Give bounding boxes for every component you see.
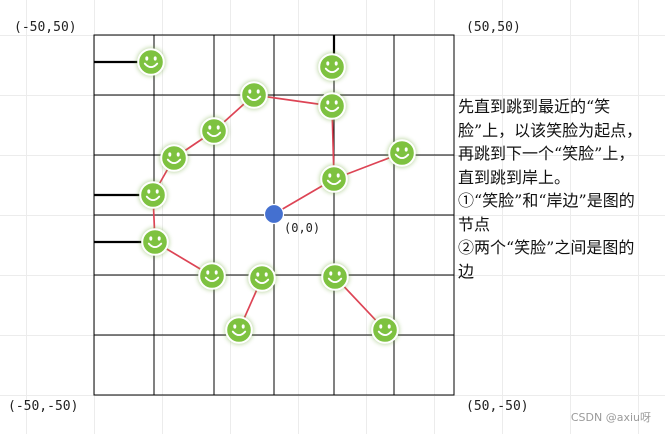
explanation-point-edges: ②两个“笑脸”之间是图的边 (458, 238, 635, 281)
smiley-face-icon (137, 48, 166, 77)
explanation-point-nodes: ①“笑脸”和“岸边”是图的节点 (458, 191, 635, 234)
smiley-face-icon (318, 92, 347, 121)
corner-label-bottom-left: (-50,-50) (8, 399, 79, 414)
explanation-intro: 先直到跳到最近的“笑脸”上，以该笑脸为起点，再跳到下一个“笑脸”上，直到跳到岸上… (458, 97, 643, 187)
smiley-face-icon (139, 181, 168, 210)
origin-dot-icon (263, 203, 285, 225)
corner-label-top-left: (-50,50) (14, 20, 77, 35)
smiley-face-icon (388, 139, 417, 168)
smiley-face-icon (318, 53, 347, 82)
watermark: CSDN @axiu呀 (570, 411, 651, 424)
corner-label-bottom-right: (50,-50) (466, 399, 529, 414)
explanation-text: 先直到跳到最近的“笑脸”上，以该笑脸为起点，再跳到下一个“笑脸”上，直到跳到岸上… (458, 95, 648, 283)
smiley-face-icon (371, 316, 400, 345)
smiley-face-icon (225, 316, 254, 345)
smiley-face-icon (160, 144, 189, 173)
smiley-face-icon (198, 262, 227, 291)
origin-label: (0,0) (284, 221, 320, 235)
corner-label-top-right: (50,50) (466, 20, 521, 35)
smiley-face-icon (321, 263, 350, 292)
smiley-face-icon (248, 264, 277, 293)
smiley-face-icon (141, 228, 170, 257)
smiley-face-icon (240, 81, 269, 110)
smiley-face-icon (200, 117, 229, 146)
smiley-nodes (137, 48, 417, 345)
smiley-face-icon (320, 165, 349, 194)
